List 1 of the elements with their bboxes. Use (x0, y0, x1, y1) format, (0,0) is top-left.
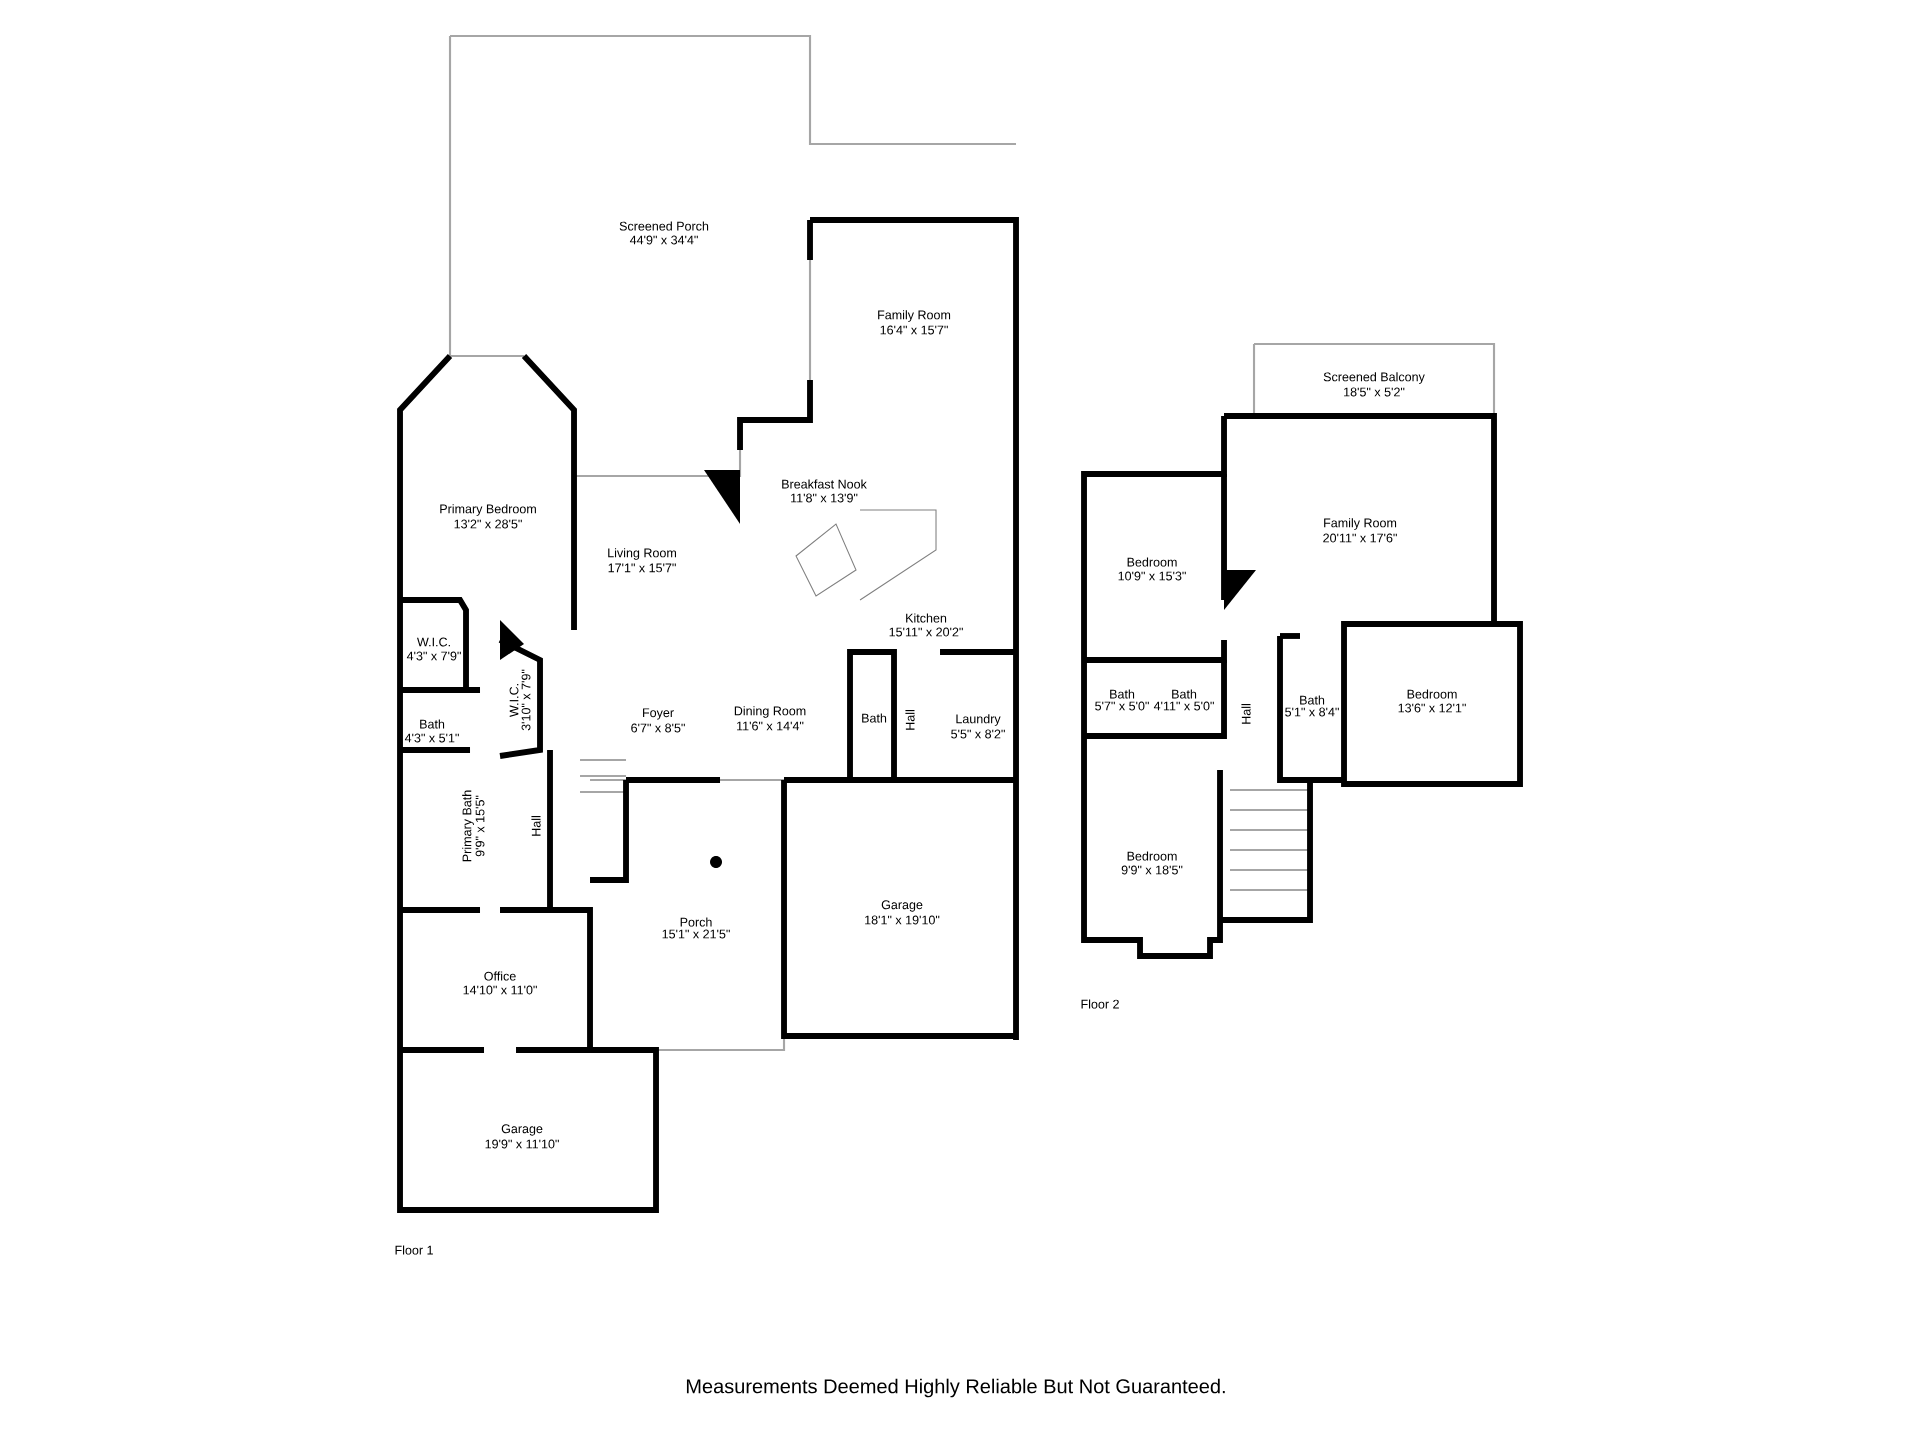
disclaimer-text: Measurements Deemed Highly Reliable But Not Guaranteed. (686, 1378, 1225, 1398)
